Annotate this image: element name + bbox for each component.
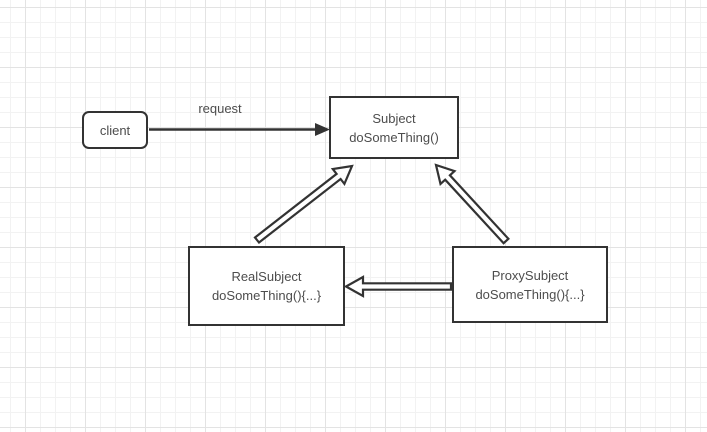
proxysubject-to-subject-arrow[interactable] [434,163,510,245]
proxysubject-title: ProxySubject [491,267,569,283]
client-label: client [99,122,131,138]
client-node[interactable]: client [82,111,148,149]
realsubject-method: doSomeThing(){...} [211,288,322,303]
subject-node[interactable]: Subject doSomeThing() [329,96,459,159]
realsubject-title: RealSubject [231,269,302,284]
realsubject-to-subject-arrow[interactable] [253,164,354,245]
subject-method: doSomeThing() [349,129,439,145]
realsubject-node[interactable]: RealSubject doSomeThing(){...} [188,246,345,326]
proxysubject-to-realsubject-arrow[interactable] [343,275,453,298]
proxysubject-method: doSomeThing(){...} [475,286,585,302]
request-arrow[interactable] [149,123,330,136]
proxysubject-node[interactable]: ProxySubject doSomeThing(){...} [452,246,608,323]
request-edge-label: request [198,101,242,116]
subject-title: Subject [372,110,416,126]
